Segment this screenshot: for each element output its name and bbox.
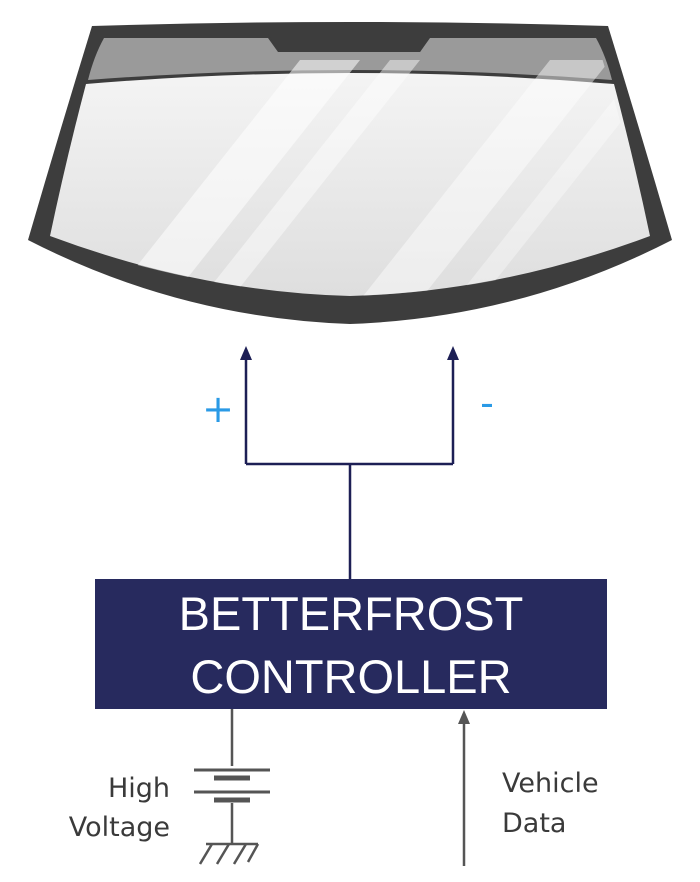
high-voltage-input [194,709,270,865]
glass-reflections [110,60,648,296]
vehicle-data-label-line1: Vehicle [502,768,599,799]
controller-title-line2: CONTROLLER [190,650,511,703]
rearview-mirror-mount [268,34,432,52]
negative-terminal-label: - [480,381,494,425]
high-voltage-label-line2: Voltage [69,812,170,843]
windshield-tint-band [88,38,612,80]
vehicle-data-label-line2: Data [502,808,566,839]
controller-box: BETTERFROST CONTROLLER [95,579,607,709]
vehicle-data-input [458,710,470,866]
windshield [28,22,672,324]
controller-body [95,579,607,709]
high-voltage-label-line1: High [108,773,170,804]
vehicle-data-arrowhead [458,710,470,724]
positive-terminal-label: + [202,387,234,431]
positive-arrowhead [240,346,252,360]
ground-icon [198,842,260,865]
controller-title-line1: BETTERFROST [179,587,524,640]
output-wiring [244,356,455,580]
negative-arrowhead [447,346,459,360]
